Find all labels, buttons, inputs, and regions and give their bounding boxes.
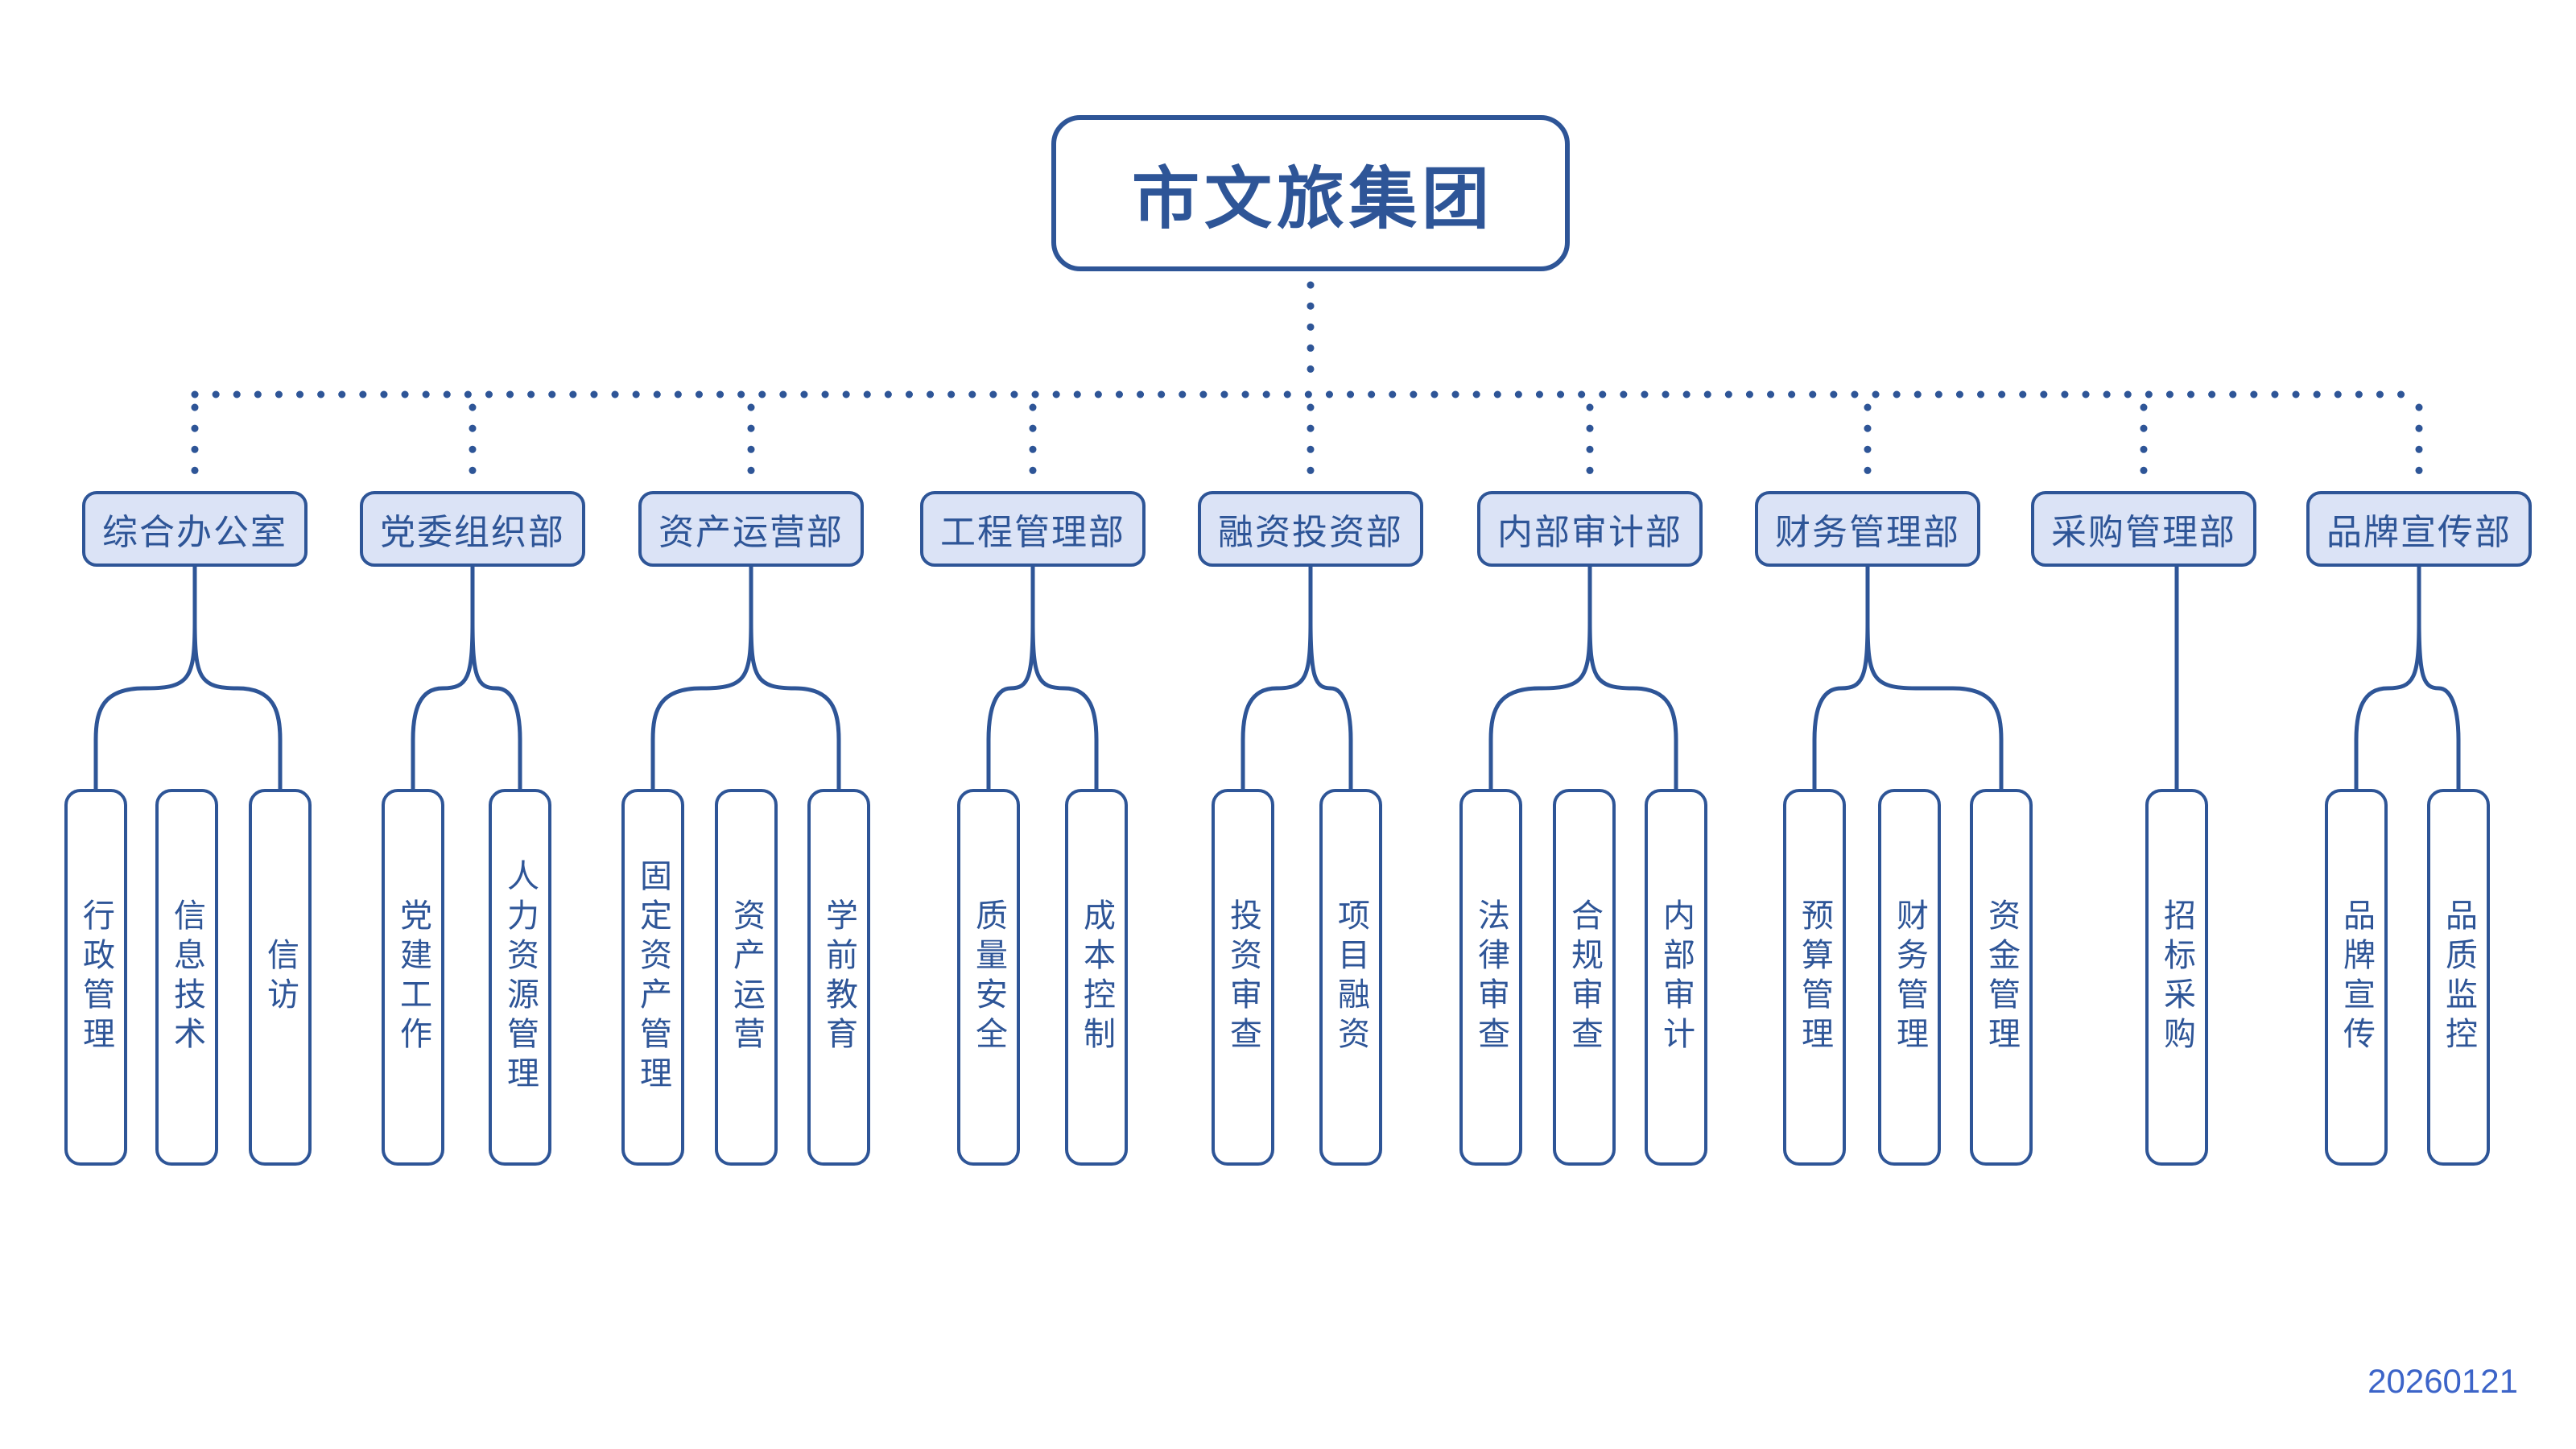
sub-department-label: 投资审查: [1225, 898, 1261, 1056]
sub-department-node: 成本控制: [1065, 789, 1128, 1166]
sub-department-label: 预算管理: [1797, 898, 1832, 1056]
sub-department-node: 招标采购: [2145, 789, 2208, 1166]
branch-connector: [1812, 564, 1870, 793]
department-node: 工程管理部: [920, 491, 1146, 567]
sub-department-label: 成本控制: [1079, 898, 1114, 1056]
branch-connector: [93, 564, 197, 793]
department-label: 工程管理部: [940, 513, 1125, 552]
sub-department-label: 品质监控: [2441, 898, 2476, 1056]
sub-department-node: 党建工作: [382, 789, 444, 1166]
sub-department-node: 固定资产管理: [621, 789, 684, 1166]
department-label: 财务管理部: [1775, 513, 1960, 552]
sub-department-node: 行政管理: [64, 789, 127, 1166]
department-node: 财务管理部: [1755, 491, 1980, 567]
sub-department-node: 内部审计: [1645, 789, 1707, 1166]
sub-department-node: 合规审查: [1553, 789, 1616, 1166]
sub-department-label: 法律审查: [1473, 898, 1509, 1056]
sub-department-node: 资金管理: [1970, 789, 2033, 1166]
date-label: 20260121: [2368, 1362, 2518, 1400]
sub-department-label: 行政管理: [78, 898, 114, 1056]
department-label: 资产运营部: [658, 513, 844, 552]
sub-department-node: 财务管理: [1878, 789, 1941, 1166]
branch-connector: [650, 564, 753, 793]
sub-department-label: 信息技术: [169, 898, 204, 1056]
sub-department-node: 信访: [249, 789, 312, 1166]
sub-department-label: 项目融资: [1333, 898, 1368, 1056]
sub-department-label: 质量安全: [971, 898, 1006, 1056]
root-node: 市文旅集团: [1051, 115, 1570, 271]
branch-connector: [1030, 619, 1099, 793]
sub-department-label: 信访: [262, 938, 298, 1017]
sub-department-label: 学前教育: [821, 898, 857, 1056]
sub-department-node: 品质监控: [2427, 789, 2490, 1166]
department-label: 综合办公室: [102, 513, 287, 552]
sub-department-label: 品牌宣传: [2339, 898, 2374, 1056]
department-label: 采购管理部: [2051, 513, 2236, 552]
branch-connector: [2417, 619, 2461, 793]
sub-department-label: 人力资源管理: [502, 859, 538, 1096]
branch-connector: [192, 619, 283, 793]
sub-department-node: 人力资源管理: [489, 789, 551, 1166]
branch-connector: [1865, 619, 2004, 793]
sub-department-label: 内部审计: [1658, 898, 1694, 1056]
sub-department-label: 固定资产管理: [635, 859, 671, 1096]
department-node: 内部审计部: [1477, 491, 1703, 567]
department-label: 党委组织部: [380, 513, 565, 552]
branch-connector: [470, 619, 522, 793]
sub-department-node: 项目融资: [1319, 789, 1382, 1166]
sub-department-label: 合规审查: [1567, 898, 1602, 1056]
branch-connector: [986, 564, 1035, 793]
department-node: 党委组织部: [360, 491, 585, 567]
branch-connector: [749, 619, 841, 793]
department-label: 内部审计部: [1497, 513, 1682, 552]
sub-department-label: 财务管理: [1892, 898, 1927, 1056]
department-node: 品牌宣传部: [2306, 491, 2532, 567]
department-node: 采购管理部: [2031, 491, 2256, 567]
sub-department-label: 资金管理: [1984, 898, 2019, 1056]
sub-department-node: 投资审查: [1212, 789, 1274, 1166]
department-label: 融资投资部: [1218, 513, 1403, 552]
department-node: 综合办公室: [82, 491, 308, 567]
department-node: 融资投资部: [1198, 491, 1423, 567]
sub-department-node: 学前教育: [807, 789, 870, 1166]
sub-department-label: 党建工作: [395, 898, 431, 1056]
sub-department-node: 预算管理: [1783, 789, 1846, 1166]
branch-connector: [2354, 564, 2421, 793]
sub-department-label: 招标采购: [2159, 898, 2194, 1056]
department-label: 品牌宣传部: [2326, 513, 2512, 552]
sub-department-node: 资产运营: [715, 789, 778, 1166]
branch-connector: [1308, 619, 1353, 793]
branch-connector: [1241, 564, 1313, 793]
sub-department-node: 品牌宣传: [2325, 789, 2388, 1166]
root-label: 市文旅集团: [1131, 160, 1494, 237]
branch-connector: [1587, 619, 1678, 793]
sub-department-label: 资产运营: [729, 898, 764, 1056]
sub-department-node: 质量安全: [957, 789, 1020, 1166]
sub-department-node: 法律审查: [1459, 789, 1522, 1166]
department-node: 资产运营部: [638, 491, 864, 567]
sub-department-node: 信息技术: [155, 789, 218, 1166]
branch-connector: [1488, 564, 1592, 793]
branch-connector: [411, 564, 475, 793]
